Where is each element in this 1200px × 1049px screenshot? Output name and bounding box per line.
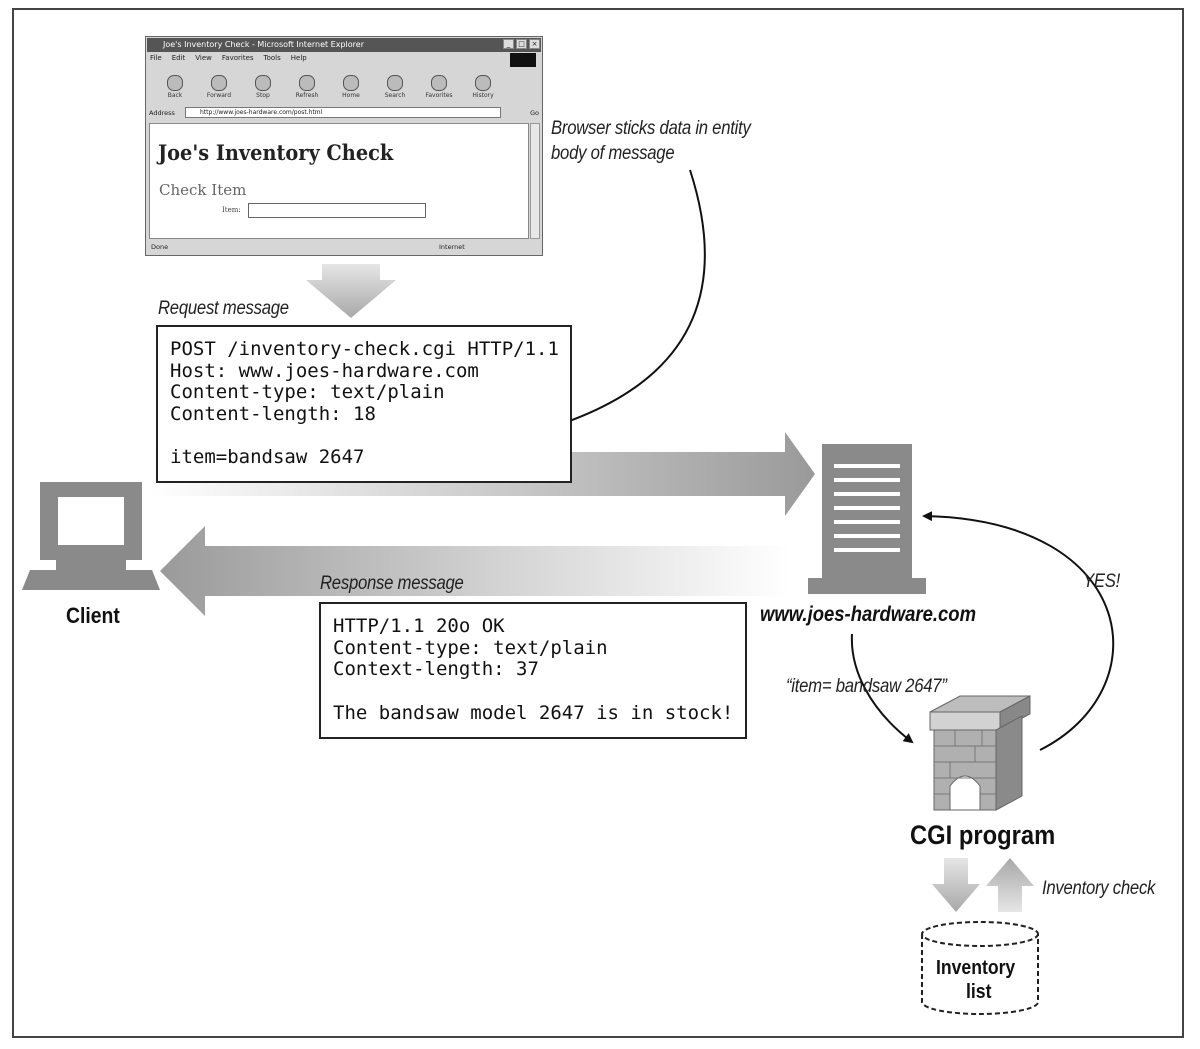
figure-frame (12, 8, 1184, 1038)
yes-arrow (922, 511, 1115, 751)
stop-button[interactable]: Stop (248, 75, 278, 99)
item-label: Item: (222, 206, 241, 214)
request-line-4: Content-length: 18 (170, 402, 376, 425)
response-heading: Response message (320, 573, 464, 594)
vertical-scrollbar[interactable] (530, 123, 540, 239)
forward-icon (211, 75, 227, 91)
browser-toolbar: Back Forward Stop Refresh Home Search Fa… (160, 75, 498, 99)
response-line-3: Context-length: 37 (333, 658, 539, 680)
favorites-icon (431, 75, 447, 91)
window-controls[interactable]: _ □ × (503, 39, 540, 49)
status-text: Done (151, 243, 169, 251)
back-button[interactable]: Back (160, 75, 190, 99)
database-cylinder-icon (921, 921, 1039, 1015)
cgi-label: CGI program (910, 820, 1056, 850)
inventory-check-label: Inventory check (1042, 878, 1156, 899)
home-button[interactable]: Home (336, 75, 366, 99)
server-tower-icon (808, 444, 926, 594)
search-button[interactable]: Search (380, 75, 410, 99)
close-button[interactable]: × (529, 39, 540, 49)
back-icon (167, 75, 183, 91)
search-icon (387, 75, 403, 91)
menu-file[interactable]: File (150, 54, 162, 62)
menu-edit[interactable]: Edit (171, 54, 186, 62)
ie-logo-icon (510, 53, 536, 67)
minimize-button[interactable]: _ (503, 39, 514, 49)
page-title: Joe's Inventory Check (158, 140, 394, 165)
menu-favorites[interactable]: Favorites (221, 54, 254, 62)
forward-button[interactable]: Forward (204, 75, 234, 99)
section-label: Check Item (159, 181, 247, 199)
address-bar: Address http://www.joes-hardware.com/pos… (149, 106, 539, 120)
history-icon (475, 75, 491, 91)
response-line-2: Content-type: text/plain (333, 636, 608, 659)
request-line-2: Host: www.joes-hardware.com (170, 359, 479, 382)
inventory-label-line2: list (966, 981, 992, 1003)
response-message-box: HTTP/1.1 20o OK Content-type: text/plain… (319, 602, 747, 739)
stop-icon (255, 75, 271, 91)
home-icon (343, 75, 359, 91)
menu-tools[interactable]: Tools (263, 54, 281, 62)
request-line-1: POST /inventory-check.cgi HTTP/1.1 (170, 338, 559, 360)
favorites-button[interactable]: Favorites (424, 75, 454, 99)
response-line-1: HTTP/1.1 20o OK (333, 615, 505, 637)
response-arrow (160, 526, 790, 616)
browser-note-line2: body of message (551, 143, 675, 164)
yes-label: YES! (1083, 571, 1121, 592)
refresh-icon (299, 75, 315, 91)
go-button[interactable]: Go (529, 109, 539, 117)
request-body: item=bandsaw 2647 (170, 446, 365, 468)
status-zone: Internet (439, 243, 465, 251)
browser-down-arrow (306, 264, 396, 318)
history-button[interactable]: History (468, 75, 498, 99)
menu-view[interactable]: View (195, 54, 212, 62)
refresh-button[interactable]: Refresh (292, 75, 322, 99)
browser-window: Joe's Inventory Check - Microsoft Intern… (145, 36, 543, 256)
client-label: Client (66, 603, 120, 628)
item-input[interactable] (248, 203, 426, 218)
status-bar: Done Internet (149, 241, 539, 253)
brick-gateway-icon (929, 695, 1031, 811)
computer-monitor-icon (22, 482, 160, 590)
menu-bar: File Edit View Favorites Tools Help (150, 54, 307, 62)
request-heading: Request message (158, 298, 289, 319)
inventory-label-line1: Inventory (936, 957, 1016, 979)
response-body: The bandsaw model 2647 is in stock! (333, 701, 734, 724)
request-line-3: Content-type: text/plain (170, 381, 445, 403)
cgi-up-arrow (986, 858, 1034, 912)
browser-page: Joe's Inventory Check Check Item Item: (149, 123, 529, 239)
browser-title: Joe's Inventory Check - Microsoft Intern… (147, 38, 541, 52)
address-input[interactable]: http://www.joes-hardware.com/post.html (185, 107, 501, 118)
address-label: Address (149, 109, 175, 117)
request-message-box: POST /inventory-check.cgi HTTP/1.1 Host:… (156, 325, 572, 483)
browser-note-line1: Browser sticks data in entity (551, 118, 751, 139)
query-label: “item= bandsaw 2647” (786, 676, 947, 697)
maximize-button[interactable]: □ (516, 39, 527, 49)
cgi-down-arrow (932, 858, 980, 912)
menu-help[interactable]: Help (290, 54, 307, 62)
server-label: www.joes-hardware.com (760, 603, 977, 626)
query-arrow (850, 633, 914, 744)
